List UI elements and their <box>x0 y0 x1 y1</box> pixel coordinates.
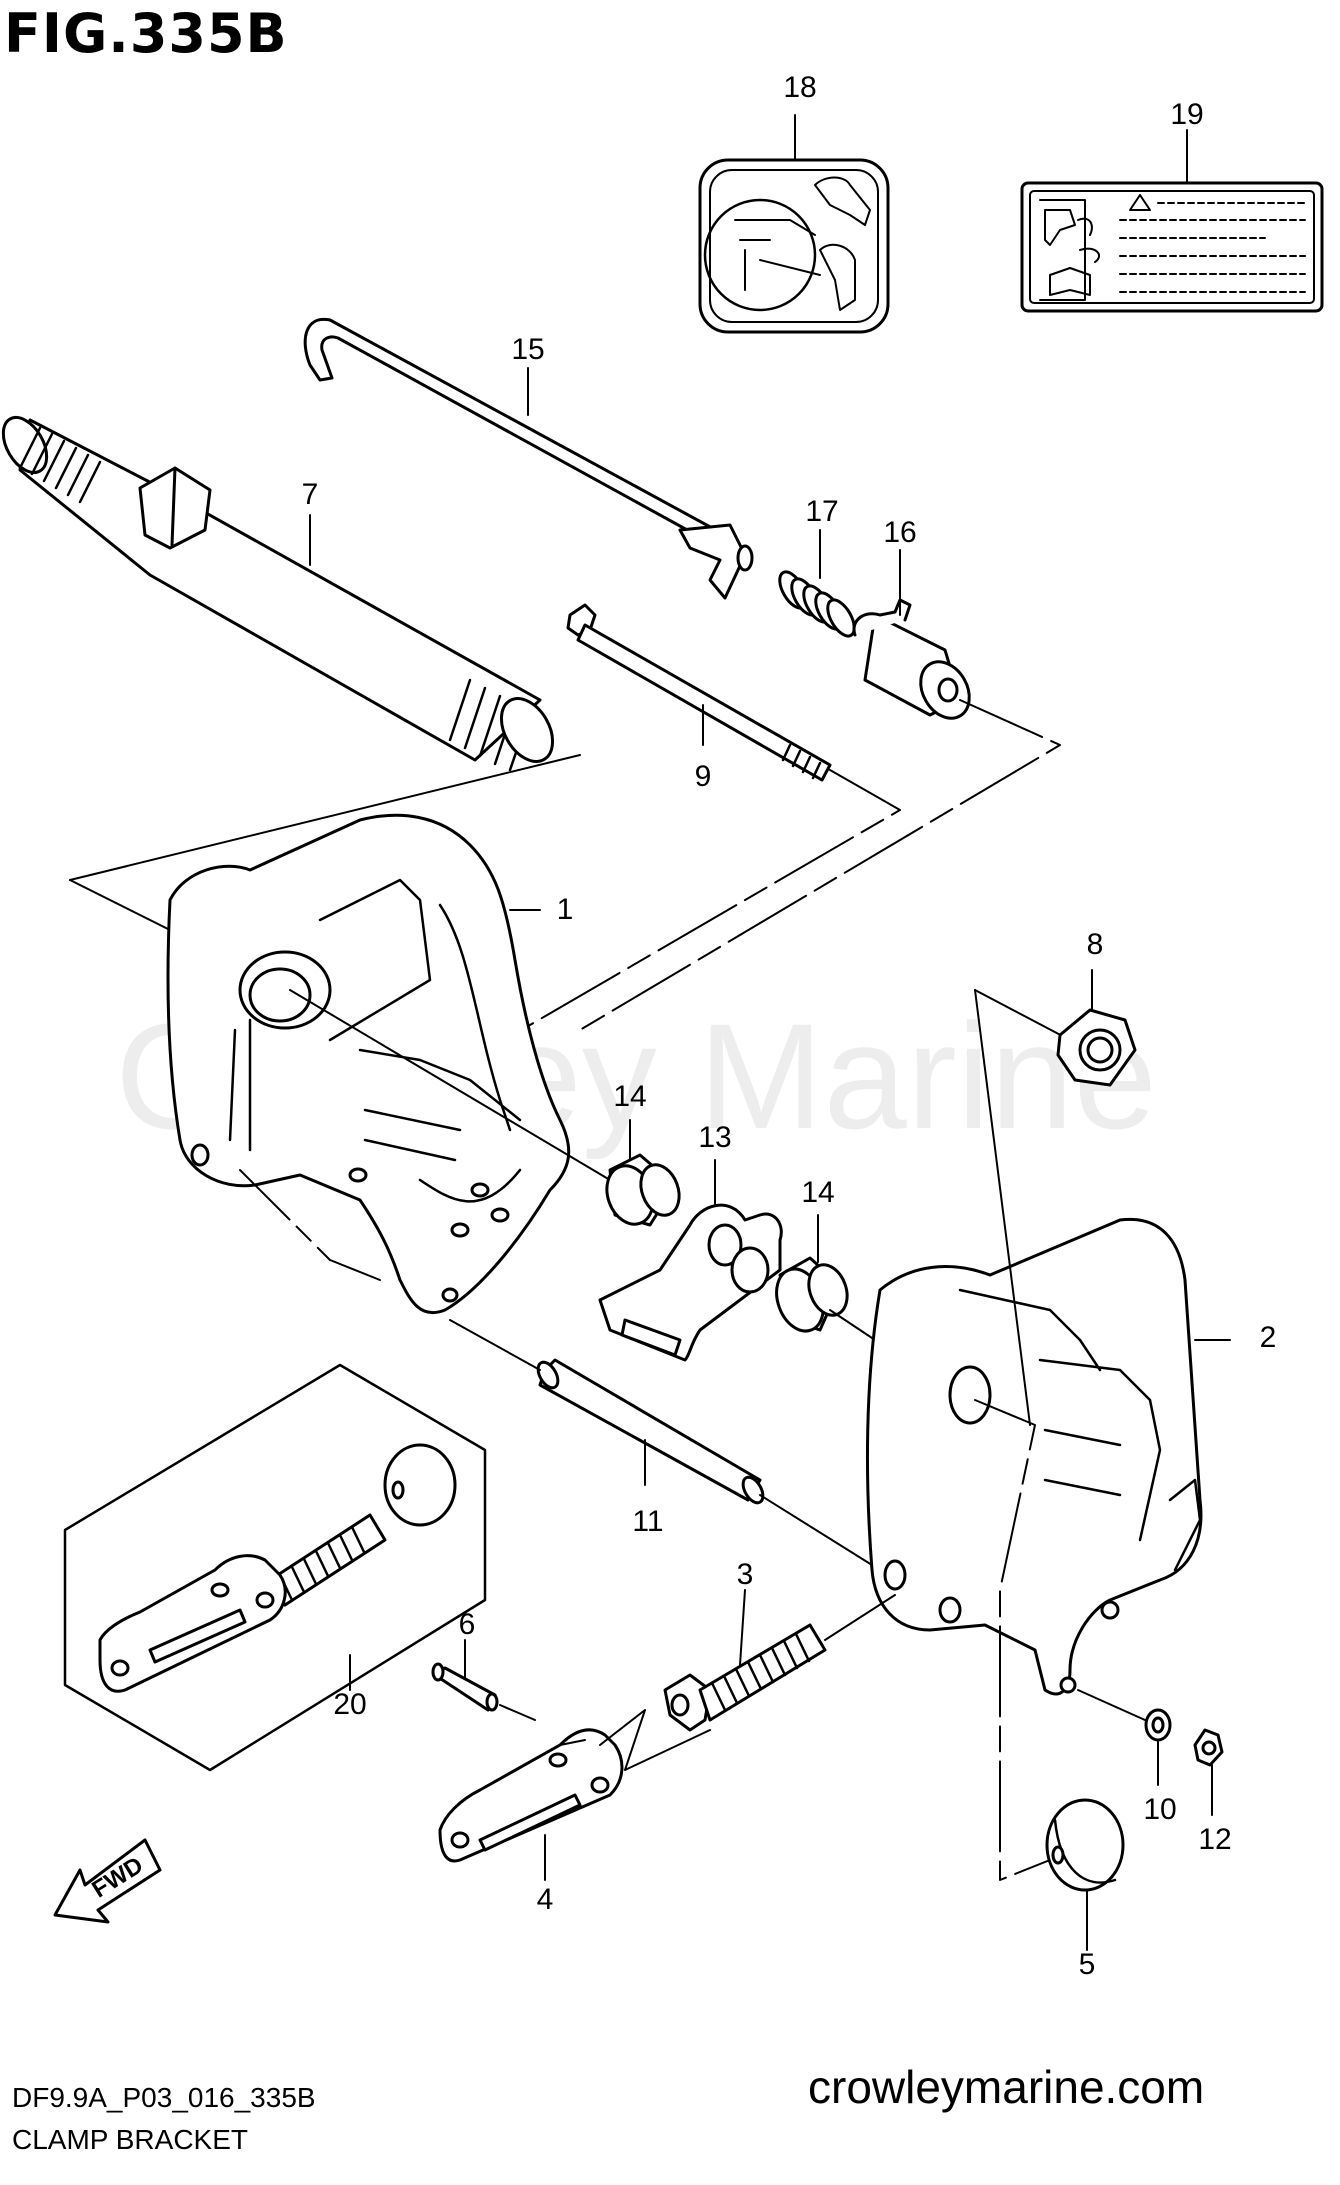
part-number-11[interactable]: 11 <box>632 1505 664 1538</box>
cap-5-drawing <box>1045 1798 1125 1951</box>
part-number-10[interactable]: 10 <box>1143 1793 1177 1826</box>
part-number-16[interactable]: 16 <box>883 516 917 549</box>
part-number-17[interactable]: 17 <box>805 495 839 528</box>
website-label: crowleymarine.com <box>808 2061 1205 2113</box>
rod-15-drawing <box>303 317 754 600</box>
handle-4-drawing <box>438 1709 711 1881</box>
part-number-2[interactable]: 2 <box>1259 1321 1277 1354</box>
part-number-13[interactable]: 13 <box>698 1121 732 1154</box>
part-number-15[interactable]: 15 <box>511 333 545 366</box>
clamp-bracket-1-drawing <box>166 813 611 1315</box>
part-number-3[interactable]: 3 <box>736 1558 754 1591</box>
part-number-20[interactable]: 20 <box>333 1688 367 1721</box>
sleeve-16-drawing <box>579 598 1061 1031</box>
fwd-arrow-icon <box>53 1838 162 1924</box>
figure-title: FIG.335B <box>4 2 288 65</box>
shaft-7-drawing <box>1 416 581 931</box>
plate-13-drawing <box>598 1203 783 1362</box>
part-number-18[interactable]: 18 <box>783 71 817 104</box>
part-number-19[interactable]: 19 <box>1170 98 1204 131</box>
part-number-7[interactable]: 7 <box>301 478 319 511</box>
screw-3-drawing <box>663 1589 896 1732</box>
decal-18-drawing <box>698 114 890 334</box>
part-number-14a[interactable]: 14 <box>613 1080 647 1113</box>
pin-6-drawing <box>431 1639 536 1721</box>
nut-8-drawing <box>1056 969 1137 1087</box>
handle-assembly-20-drawing <box>63 1363 487 1772</box>
figure-name: CLAMP BRACKET <box>12 2124 248 2155</box>
pin-11-drawing <box>449 1319 881 1571</box>
part-number-6[interactable]: 6 <box>458 1608 476 1641</box>
spring-17-drawing <box>778 570 856 638</box>
part-number-4[interactable]: 4 <box>536 1883 554 1916</box>
part-number-8[interactable]: 8 <box>1086 928 1104 961</box>
figure-code: DF9.9A_P03_016_335B <box>12 2082 316 2113</box>
nut-12-drawing <box>1193 1728 1224 1816</box>
bushing-14b-drawing <box>775 1256 876 1341</box>
part-number-9[interactable]: 9 <box>694 760 712 793</box>
part-number-5[interactable]: 5 <box>1078 1948 1096 1981</box>
part-number-12[interactable]: 12 <box>1198 1823 1232 1856</box>
washer-10-drawing <box>1077 1689 1172 1786</box>
clamp-bracket-2-drawing <box>865 989 1231 1881</box>
label-19-drawing <box>1020 129 1324 313</box>
bolt-9-drawing <box>529 603 901 1026</box>
bushing-14a-drawing <box>605 1153 681 1227</box>
part-number-14b[interactable]: 14 <box>801 1176 835 1209</box>
part-number-1[interactable]: 1 <box>556 893 574 926</box>
